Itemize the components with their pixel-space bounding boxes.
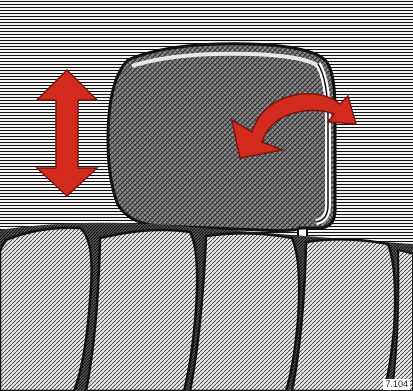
figure-code: 7.104 (383, 379, 410, 390)
headrest (108, 44, 335, 231)
seat-backrest (0, 223, 413, 391)
